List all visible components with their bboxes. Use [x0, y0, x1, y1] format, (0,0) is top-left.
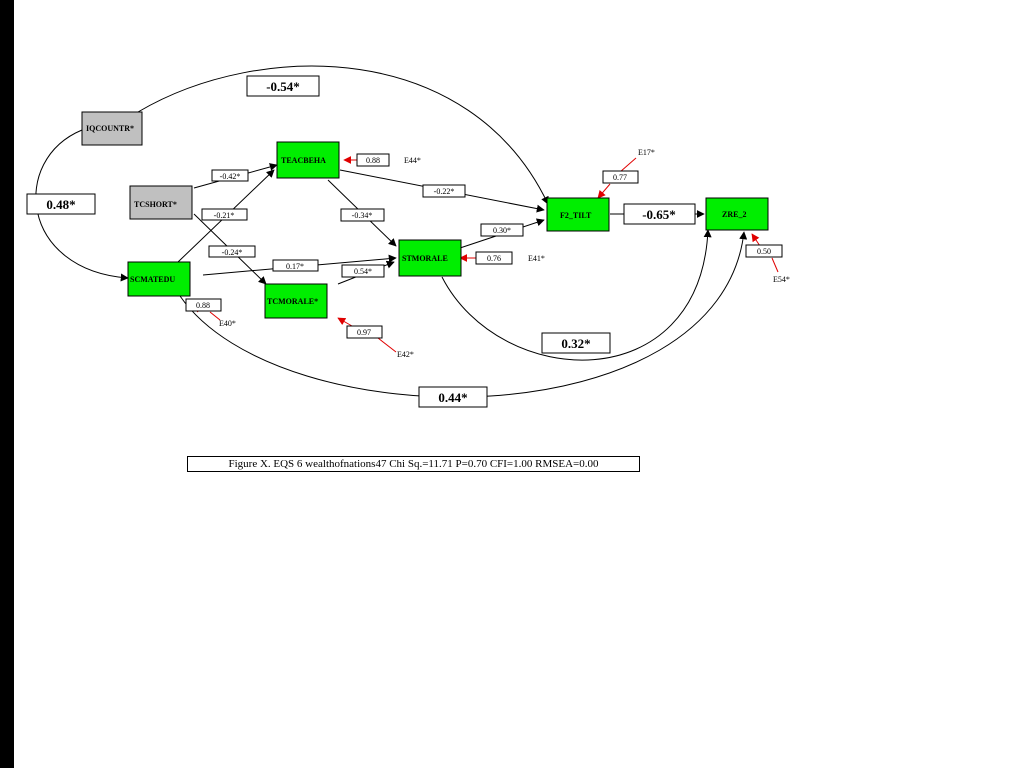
node-f2-tilt-box — [546, 197, 610, 232]
coef-teacbeha-to-stmorale: -0.34* — [352, 211, 373, 220]
figure-caption: Figure X. EQS 6 wealthofnations47 Chi Sq… — [187, 456, 640, 472]
coef-teacbeha-to-f2: -0.22* — [434, 187, 455, 196]
left-edge-bar — [0, 0, 14, 768]
node-tcshort-label: TCSHORT* — [134, 200, 177, 209]
error-e42-label: E42* — [397, 350, 414, 359]
error-e40-label: E40* — [219, 319, 236, 328]
error-arrow-e54 — [751, 233, 761, 247]
coef-stmorale-to-f2: 0.30* — [493, 226, 511, 235]
coef-teacbeha-to-f2-box — [422, 184, 466, 198]
coef-tcshort-to-tcmorale-box — [208, 245, 256, 258]
error-e54-box — [745, 244, 783, 258]
error-e54-value: 0.50 — [757, 247, 771, 256]
coef-tcmorale-to-stmorale: 0.54* — [354, 267, 372, 276]
coef-stmorale-to-zre-box — [541, 332, 611, 354]
coef-stmorale-to-zre: 0.32* — [561, 336, 590, 351]
path-iq-to-f2 — [137, 65, 549, 205]
node-teacbeha-label: TEACBEHA — [281, 156, 326, 165]
coef-scmatedu-to-zre: 0.44* — [438, 390, 467, 405]
error-e42-value: 0.97 — [357, 328, 371, 337]
coef-teacbeha-to-stmorale-box — [340, 208, 385, 222]
coef-scmatedu-to-stmorale: 0.17* — [286, 262, 304, 271]
error-arrow-e17 — [597, 183, 611, 199]
coef-tcmorale-to-stmorale-box — [341, 264, 385, 278]
coef-scmatedu-to-teacbeha: -0.21* — [214, 211, 235, 220]
coef-scmatedu-to-teacbeha-box — [201, 208, 248, 221]
node-tcshort-box — [129, 185, 193, 220]
node-iqcountr-label: IQCOUNTR* — [86, 124, 134, 133]
coef-iq-to-f2-box — [246, 75, 320, 97]
error-e41-label: E41* — [528, 254, 545, 263]
coef-iq-to-scmatedu: 0.48* — [46, 197, 75, 212]
error-e44-label: E44* — [404, 156, 421, 165]
node-teacbeha-box — [276, 141, 340, 179]
error-e17-value: 0.77 — [613, 173, 627, 182]
coef-iq-to-scmatedu-box — [26, 193, 96, 215]
coef-tcshort-to-teacbeha: -0.42* — [220, 172, 241, 181]
node-tcmorale-label: TCMORALE* — [267, 297, 318, 306]
node-zre-2-label: ZRE_2 — [722, 210, 746, 219]
path-scmatedu-to-zre — [179, 231, 748, 398]
error-connector-e54 — [771, 257, 779, 273]
error-e54-label: E54* — [773, 275, 790, 284]
error-e42-box — [346, 325, 383, 339]
error-connector-e17 — [619, 157, 637, 173]
error-e40-box — [185, 298, 222, 312]
node-stmorale-box — [398, 239, 462, 277]
coef-f2-to-zre: -0.65* — [642, 207, 676, 222]
error-connector-e40 — [209, 311, 221, 321]
node-iqcountr-box — [81, 111, 143, 146]
node-scmatedu-box — [127, 261, 191, 297]
node-stmorale-label: STMORALE — [402, 254, 448, 263]
node-scmatedu-label: SCMATEDU — [130, 275, 175, 284]
error-arrow-e42 — [337, 317, 353, 327]
error-e44-value: 0.88 — [366, 156, 380, 165]
coef-tcshort-to-tcmorale: -0.24* — [222, 248, 243, 257]
node-zre-2-box — [705, 197, 769, 231]
node-f2-tilt-label: F2_TILT — [560, 211, 592, 220]
coef-scmatedu-to-zre-box — [418, 386, 488, 408]
coef-f2-to-zre-box — [623, 203, 696, 225]
error-e40-value: 0.88 — [196, 301, 210, 310]
coef-stmorale-to-f2-box — [480, 223, 524, 237]
error-connector-e42 — [377, 337, 397, 353]
error-e17-box — [602, 170, 639, 184]
coef-iq-to-f2: -0.54* — [266, 79, 300, 94]
error-e41-box — [475, 251, 513, 265]
path-stmorale-to-zre — [441, 229, 712, 361]
error-e17-label: E17* — [638, 148, 655, 157]
coef-scmatedu-to-stmorale-box — [272, 259, 319, 272]
coef-tcshort-to-teacbeha-box — [211, 169, 249, 182]
error-e41-value: 0.76 — [487, 254, 501, 263]
node-tcmorale-box — [264, 283, 328, 319]
error-e44-box — [356, 153, 390, 167]
